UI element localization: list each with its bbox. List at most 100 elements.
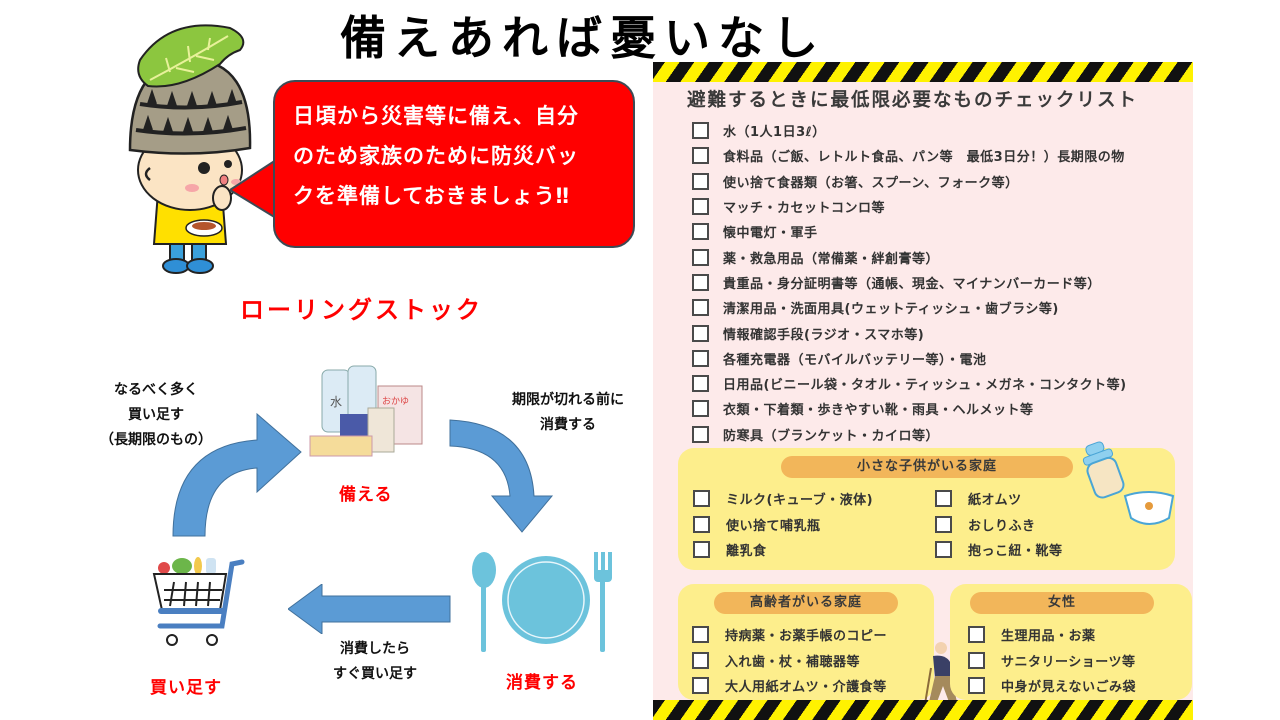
checklist-item-label: 中身が見えないごみ袋	[1001, 680, 1137, 696]
speech-bubble-tail	[230, 160, 278, 218]
note-line: 期限が切れる前に	[512, 392, 624, 408]
group-elderly-items: 持病薬・お薬手帳のコピー 入れ歯・杖・補聴器等 大人用紙オムツ・介護食等	[692, 622, 887, 699]
speech-line: のため家族のために防災バッ	[293, 144, 579, 168]
checkbox[interactable]	[692, 425, 709, 443]
checklist-item[interactable]: おしりふき	[935, 512, 1063, 538]
note-buy-more: なるべく多く 買い足す （長期限のもの）	[86, 378, 226, 453]
checklist-item[interactable]: サニタリーショーツ等	[968, 648, 1136, 674]
curved-arrow-up-right-icon	[172, 412, 302, 537]
checklist-item[interactable]: 離乳食	[693, 537, 873, 563]
checklist-item-label: 清潔用品・洗面用具(ウェットティッシュ・歯ブラシ等)	[723, 302, 1059, 318]
checklist-item[interactable]: 貴重品・身分証明書等（通帳、現金、マイナンバーカード等）	[692, 270, 1127, 295]
checkbox[interactable]	[692, 273, 709, 291]
checklist-title: 避難するときに最低限必要なものチェックリスト	[687, 90, 1139, 111]
checklist-item[interactable]: 懐中電灯・軍手	[692, 219, 1127, 244]
checklist-item-label: 食料品（ご飯、レトルト食品、パン等 最低3日分！）長期限の物	[723, 150, 1125, 166]
checkbox[interactable]	[968, 677, 985, 695]
checklist-item[interactable]: 中身が見えないごみ袋	[968, 673, 1136, 699]
checklist-item[interactable]: 日用品(ビニール袋・タオル・ティッシュ・メガネ・コンタクト等)	[692, 371, 1127, 396]
stage-label-prepare: 備える	[339, 485, 393, 505]
arrow-left-icon	[288, 584, 451, 634]
curved-arrow-down-icon	[449, 419, 554, 533]
checklist-item[interactable]: 入れ歯・杖・補聴器等	[692, 648, 887, 674]
note-line: 消費したら	[340, 641, 410, 657]
checklist-item[interactable]: 生理用品・お薬	[968, 622, 1136, 648]
checklist-item[interactable]: 抱っこ紐・靴等	[935, 537, 1063, 563]
checklist-item-label: 入れ歯・杖・補聴器等	[725, 654, 861, 670]
checklist-item-label: 生理用品・お薬	[1001, 629, 1096, 645]
checkbox[interactable]	[692, 198, 709, 216]
checklist-item[interactable]: 食料品（ご飯、レトルト食品、パン等 最低3日分！）長期限の物	[692, 143, 1127, 168]
checklist-item[interactable]: 防寒具（ブランケット・カイロ等）	[692, 422, 1127, 447]
checkbox[interactable]	[693, 541, 710, 559]
checklist-item-label: マッチ・カセットコンロ等	[723, 201, 886, 217]
checkbox[interactable]	[968, 651, 985, 669]
checkbox[interactable]	[693, 490, 710, 508]
checklist-item-label: 使い捨て哺乳瓶	[726, 518, 821, 534]
svg-text:水: 水	[330, 395, 342, 409]
group-elderly: 高齢者がいる家庭 持病薬・お薬手帳のコピー 入れ歯・杖・補聴器等 大人用紙オムツ…	[678, 584, 934, 700]
checklist-item-label: 使い捨て食器類（お箸、スプーン、フォーク等）	[723, 175, 1019, 191]
checklist-item-label: 貴重品・身分証明書等（通帳、現金、マイナンバーカード等）	[723, 276, 1101, 292]
checkbox[interactable]	[692, 677, 709, 695]
checkbox[interactable]	[692, 626, 709, 644]
checklist-item-label: 各種充電器（モバイルバッテリー等）・電池	[723, 352, 987, 368]
checkbox[interactable]	[692, 324, 709, 342]
checkbox[interactable]	[935, 490, 952, 508]
checklist-item-label: 水（1人1日3ℓ）	[723, 125, 826, 141]
checkbox[interactable]	[692, 349, 709, 367]
checklist-item[interactable]: 使い捨て哺乳瓶	[693, 512, 873, 538]
checklist-item[interactable]: 大人用紙オムツ・介護食等	[692, 673, 887, 699]
checkbox[interactable]	[692, 375, 709, 393]
checkbox[interactable]	[693, 515, 710, 533]
checkbox[interactable]	[692, 651, 709, 669]
plate-and-cutlery-icon	[472, 552, 612, 652]
baby-bottle-and-diaper-icon	[1082, 441, 1175, 525]
checkbox[interactable]	[692, 299, 709, 317]
checkbox[interactable]	[692, 172, 709, 190]
checklist-item[interactable]: 情報確認手段(ラジオ・スマホ等)	[692, 320, 1127, 345]
shopping-cart-icon	[152, 557, 245, 646]
emergency-supplies-illustration: 水 おかゆ	[309, 365, 423, 457]
checkbox[interactable]	[935, 515, 952, 533]
checklist-item-label: おしりふき	[968, 518, 1036, 534]
checklist-item-label: 抱っこ紐・靴等	[968, 544, 1063, 560]
note-line: すぐ買い足す	[333, 666, 417, 682]
checklist-item-label: 衣類・下着類・歩きやすい靴・雨具・ヘルメット等	[723, 403, 1034, 419]
checkbox[interactable]	[692, 400, 709, 418]
group-children-col2: 紙オムツ おしりふき 抱っこ紐・靴等	[935, 486, 1063, 563]
checklist-item-label: 日用品(ビニール袋・タオル・ティッシュ・メガネ・コンタクト等)	[723, 378, 1127, 394]
checkbox[interactable]	[692, 248, 709, 266]
checklist-item[interactable]: 清潔用品・洗面用具(ウェットティッシュ・歯ブラシ等)	[692, 295, 1127, 320]
group-women-title: 女性	[970, 592, 1154, 614]
stage-label-restock: 買い足す	[150, 678, 222, 698]
checklist-panel: 避難するときに最低限必要なものチェックリスト 水（1人1日3ℓ） 食料品（ご飯、…	[653, 62, 1193, 720]
note-line: 買い足す	[128, 407, 184, 423]
checklist-item[interactable]: 薬・救急用品（常備薬・絆創膏等）	[692, 244, 1127, 269]
group-children-title: 小さな子供がいる家庭	[781, 456, 1073, 478]
checklist-item[interactable]: 衣類・下着類・歩きやすい靴・雨具・ヘルメット等	[692, 396, 1127, 421]
rolling-stock-title: ローリングストック	[240, 296, 483, 324]
checklist-item[interactable]: 持病薬・お薬手帳のコピー	[692, 622, 887, 648]
checklist-item[interactable]: 使い捨て食器類（お箸、スプーン、フォーク等）	[692, 169, 1127, 194]
checklist-item[interactable]: 水（1人1日3ℓ）	[692, 118, 1127, 143]
checklist-item[interactable]: マッチ・カセットコンロ等	[692, 194, 1127, 219]
hazard-stripe-bottom	[653, 700, 1193, 720]
speech-line: 日頃から災害等に備え、自分	[293, 104, 579, 128]
hazard-stripe-top	[653, 62, 1193, 82]
stage-label-consume: 消費する	[506, 673, 578, 693]
checkbox[interactable]	[935, 541, 952, 559]
checklist-item[interactable]: ミルク(キューブ・液体)	[693, 486, 873, 512]
checkbox[interactable]	[692, 223, 709, 241]
mascot-illustration	[128, 24, 252, 274]
speech-bubble: 日頃から災害等に備え、自分 のため家族のために防災バッ クを準備しておきましょう…	[273, 80, 635, 248]
checklist-item[interactable]: 紙オムツ	[935, 486, 1063, 512]
page-title: 備えあれば憂いなし	[340, 11, 826, 65]
checkbox[interactable]	[968, 626, 985, 644]
checklist-item[interactable]: 各種充電器（モバイルバッテリー等）・電池	[692, 346, 1127, 371]
checkbox[interactable]	[692, 147, 709, 165]
checklist-item-label: 紙オムツ	[968, 493, 1022, 509]
checklist-item-label: サニタリーショーツ等	[1001, 654, 1136, 670]
checkbox[interactable]	[692, 122, 709, 140]
group-women-items: 生理用品・お薬 サニタリーショーツ等 中身が見えないごみ袋	[968, 622, 1136, 699]
